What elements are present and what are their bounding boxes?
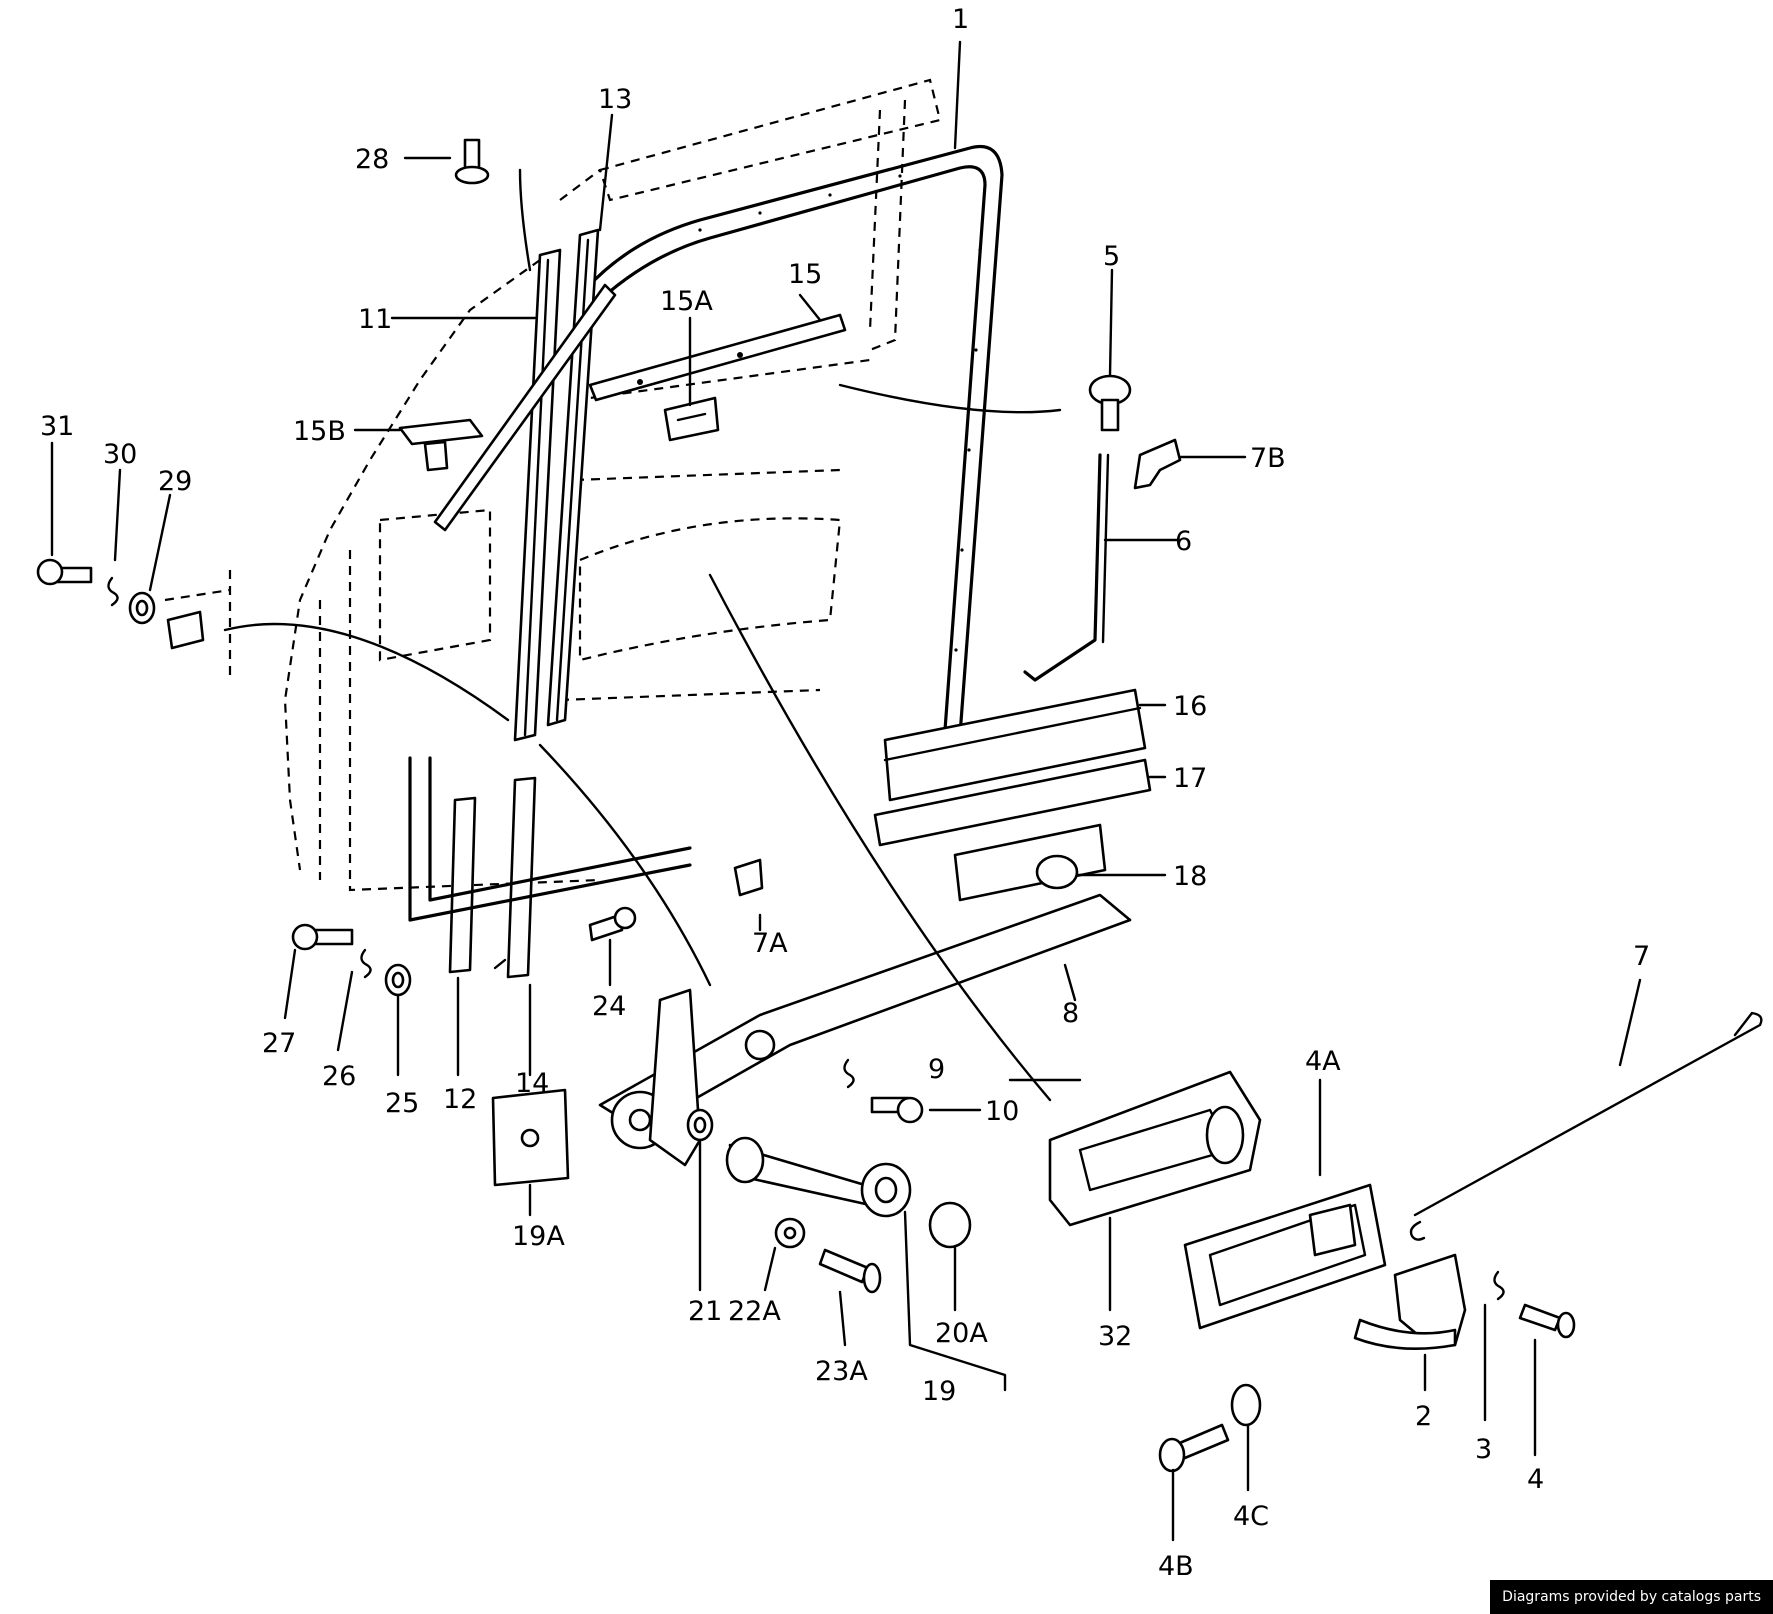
part-25-washer (384, 963, 412, 997)
label-4A: 4A (1305, 1046, 1341, 1077)
label-15: 15 (788, 259, 822, 290)
part-7B-clip (1133, 438, 1182, 490)
part-4-screw (1518, 1303, 1576, 1339)
part-8-window-regulator (598, 893, 1132, 1167)
label-20A: 20A (935, 1318, 988, 1349)
leader-lines (50, 40, 1642, 1542)
label-5: 5 (1103, 241, 1120, 272)
door-shell-outline (164, 78, 942, 892)
label-29: 29 (158, 466, 192, 497)
label-26: 26 (322, 1061, 356, 1092)
label-19A: 19A (512, 1221, 565, 1252)
part-30-washer (107, 576, 119, 607)
label-19: 19 (922, 1376, 956, 1407)
part-4A-handle-escutcheon (1183, 1183, 1387, 1330)
part-6-lock-rod (1023, 453, 1110, 682)
part-7A-plug (733, 858, 764, 897)
part-5-lock-knob (1088, 374, 1132, 432)
label-9: 9 (928, 1054, 945, 1085)
label-13: 13 (598, 84, 632, 115)
label-2: 2 (1415, 1401, 1432, 1432)
label-14: 14 (515, 1068, 549, 1099)
label-4: 4 (1527, 1464, 1544, 1495)
label-1: 1 (952, 4, 969, 35)
label-6: 6 (1175, 526, 1192, 557)
part-20A-knob (928, 1201, 972, 1249)
part-19A-pad (491, 1088, 570, 1187)
part-32-gasket (1048, 1070, 1262, 1227)
part-21-washer (686, 1108, 714, 1142)
part-15A-clip (663, 396, 720, 442)
label-15A: 15A (660, 286, 713, 317)
label-7B: 7B (1250, 443, 1286, 474)
part-18-stop (1035, 854, 1079, 890)
part-14-channel (493, 776, 537, 979)
part-4C-washer (1230, 1383, 1262, 1427)
part-31-bolt (36, 558, 93, 586)
label-32: 32 (1098, 1321, 1132, 1352)
credit-banner: Diagrams provided by catalogs parts (1490, 1580, 1773, 1614)
label-22A: 22A (728, 1296, 781, 1327)
label-17: 17 (1173, 763, 1207, 794)
part-22A-star-washer (774, 1217, 806, 1249)
label-16: 16 (1173, 691, 1207, 722)
label-24: 24 (592, 991, 626, 1022)
label-4B: 4B (1158, 1551, 1194, 1582)
label-25: 25 (385, 1088, 419, 1119)
part-24-screw (588, 906, 637, 942)
label-27: 27 (262, 1028, 296, 1059)
part-lower-run-channel (408, 756, 692, 922)
label-28: 28 (355, 144, 389, 175)
label-4C: 4C (1233, 1501, 1269, 1532)
label-7: 7 (1633, 941, 1650, 972)
part-28-bolt (454, 138, 490, 185)
part-9-washer (843, 1058, 855, 1089)
callout-labels: 1 13 28 11 15 15A 15B 5 7B 6 16 17 18 8 … (40, 4, 1650, 1582)
part-29-washer (128, 591, 156, 625)
label-31: 31 (40, 411, 74, 442)
part-12-channel (448, 796, 477, 974)
part-10-bolt (870, 1096, 924, 1124)
label-8: 8 (1062, 998, 1079, 1029)
label-11: 11 (358, 304, 392, 335)
part-15-guide-rail (588, 313, 847, 402)
label-3: 3 (1475, 1434, 1492, 1465)
part-27-bolt (291, 923, 354, 951)
assembly-arrows (223, 168, 1062, 1102)
part-26-washer (360, 948, 372, 979)
part-15B-bracket (398, 418, 484, 472)
label-23A: 23A (815, 1356, 868, 1387)
part-7-door-handle-rod (1409, 1011, 1763, 1241)
part-3-washer (1493, 1270, 1505, 1301)
part-16-window-seal (883, 688, 1147, 802)
part-4B-screw (1158, 1423, 1230, 1473)
label-18: 18 (1173, 861, 1207, 892)
label-10: 10 (985, 1096, 1019, 1127)
label-21: 21 (688, 1296, 722, 1327)
part-19-window-crank (725, 1136, 912, 1218)
label-30: 30 (103, 439, 137, 470)
label-7A: 7A (752, 928, 788, 959)
label-12: 12 (443, 1084, 477, 1115)
label-15B: 15B (293, 416, 346, 447)
part-division-bar (433, 283, 617, 532)
part-23A-screw (818, 1248, 882, 1294)
part-2-inner-door-handle (1353, 1253, 1467, 1351)
part-door-stop-block (166, 610, 205, 650)
part-17-window-seal (873, 758, 1152, 902)
part-1-door-seal (583, 145, 1004, 737)
